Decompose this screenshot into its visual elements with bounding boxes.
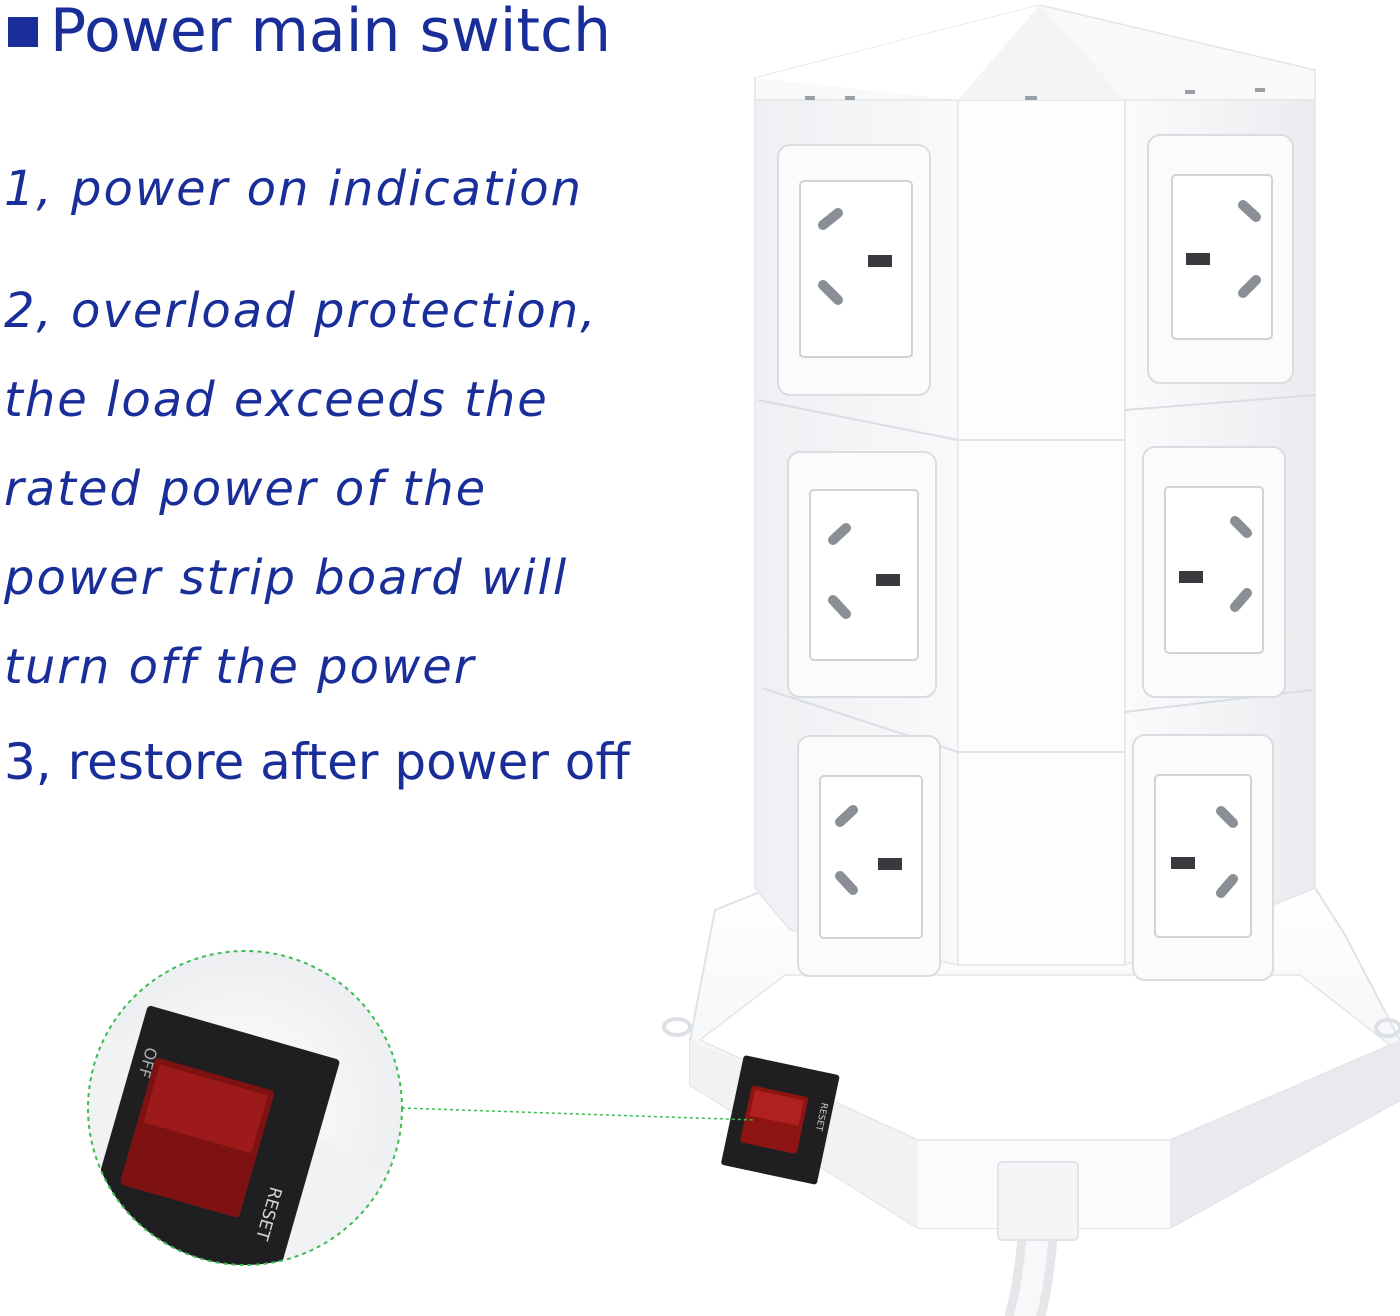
tower-cap xyxy=(754,4,1316,101)
feature-1-line-1: 1, power on indication xyxy=(4,161,584,217)
callout-line xyxy=(401,1107,756,1121)
socket xyxy=(797,735,941,977)
feature-3-line-1: 3, restore after power off xyxy=(4,733,630,791)
socket xyxy=(777,144,931,396)
feature-2-line-3: rated power of the xyxy=(4,461,488,517)
feature-2: 2, overload protection, the load exceeds… xyxy=(4,267,597,712)
feature-2-line-1: 2, overload protection, xyxy=(4,283,598,339)
socket xyxy=(1142,446,1286,698)
feature-1: 1, power on indication xyxy=(4,145,583,234)
heading-text: Power main switch xyxy=(50,0,612,66)
feature-3: 3, restore after power off xyxy=(4,718,630,807)
switch-zoom-callout: OFF RESET xyxy=(87,950,403,1266)
feature-2-line-2: the load exceeds the xyxy=(4,372,549,428)
socket xyxy=(1132,734,1274,981)
heading: Power main switch xyxy=(8,0,611,62)
text-panel: Power main switch 1, power on indication… xyxy=(0,0,700,820)
main-switch: RESET xyxy=(721,1055,840,1185)
feature-2-line-4: power strip board will xyxy=(4,550,569,606)
feature-2-line-5: turn off the power xyxy=(4,639,476,695)
power-plug xyxy=(997,1161,1079,1241)
socket xyxy=(1147,134,1294,384)
square-bullet-icon xyxy=(8,17,38,48)
socket xyxy=(787,451,937,698)
